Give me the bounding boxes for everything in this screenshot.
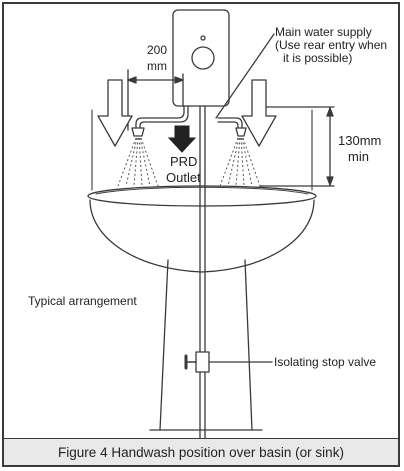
basin-bowl — [89, 199, 315, 273]
left-spray-head — [131, 127, 145, 137]
prd-label: PRD — [170, 154, 198, 169]
outlet-hose — [135, 105, 185, 129]
height-value-label: 130mm — [338, 133, 382, 148]
stop-valve — [195, 351, 210, 373]
right-spray-head — [235, 127, 247, 137]
arrangement-label: Typical arrangement — [28, 294, 137, 308]
basin-rim — [87, 185, 317, 207]
width-unit-label: mm — [147, 59, 167, 73]
height-dimension — [259, 106, 335, 187]
left-spray — [117, 137, 159, 187]
left-down-arrow — [97, 79, 133, 147]
supply-pipe — [199, 105, 206, 353]
right-spray — [219, 137, 261, 187]
supply-label-line3: it is possible) — [283, 51, 353, 65]
supply-leader — [215, 33, 275, 119]
outlet-label: Outlet — [166, 170, 201, 185]
heater-dial — [191, 46, 215, 70]
valve-label: Isolating stop valve — [274, 355, 377, 369]
supply-label-line1: Main water supply — [275, 25, 372, 39]
figure-caption: Figure 4 Handwash position over basin (o… — [58, 445, 344, 460]
pedestal — [159, 259, 253, 431]
right-hose — [217, 117, 243, 129]
right-down-arrow — [241, 79, 277, 147]
height-unit-label: min — [348, 149, 369, 164]
wall-area — [91, 109, 313, 191]
caption-bar: Figure 4 Handwash position over basin (o… — [2, 438, 400, 467]
heater-indicator — [200, 35, 206, 41]
prd-arrow — [167, 125, 197, 153]
width-value-label: 200 — [147, 43, 168, 57]
supply-label-line2: (Use rear entry when — [275, 38, 388, 52]
